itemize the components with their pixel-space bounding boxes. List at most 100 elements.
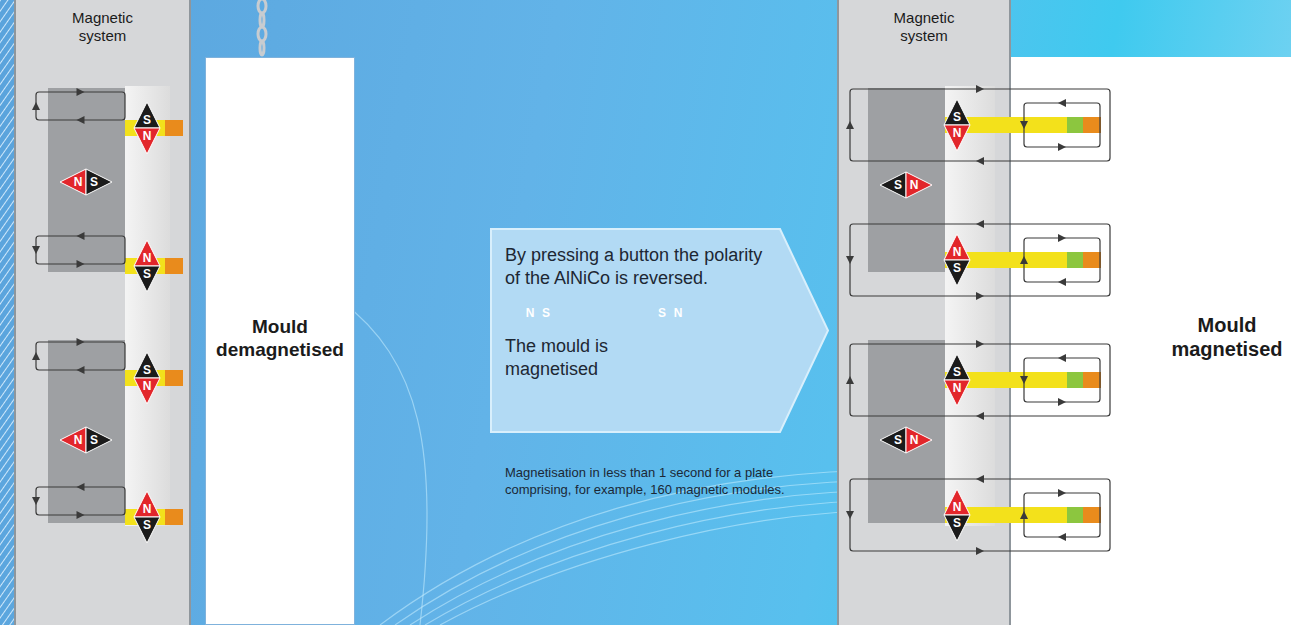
pole-letter: N (143, 130, 152, 142)
pole-triangle (134, 517, 160, 543)
mould-box: Mould magnetised (1010, 57, 1291, 625)
flux-line (1024, 358, 1100, 402)
flux-line (36, 342, 125, 370)
flux-arrow (77, 338, 85, 346)
pole-gap (125, 86, 170, 526)
mould-label: Mould magnetised (1168, 313, 1286, 361)
flux-arrow (976, 475, 984, 483)
pole-piece (1083, 117, 1101, 133)
pole-triangle (134, 102, 160, 128)
pole-letter: S (90, 434, 98, 446)
magnet-panel: Magnetic system (838, 0, 1010, 625)
pole-letter: S (143, 268, 151, 280)
pole-triangle (134, 352, 160, 378)
note-text: Magnetisation in less than 1 second for … (505, 465, 805, 499)
pole-piece (1067, 507, 1083, 523)
pole-triangle (944, 515, 970, 541)
flux-line (1024, 493, 1100, 537)
flux-line (850, 224, 1110, 296)
pole-letter: S (90, 176, 98, 188)
flux-arrow (1058, 278, 1066, 286)
panel (838, 0, 1010, 625)
pole-letter: S (953, 111, 961, 123)
pole-triangle (86, 427, 112, 453)
pole-letter: S (542, 307, 550, 319)
pole-piece (1083, 372, 1101, 388)
pole-letter: N (143, 380, 152, 392)
flux-arrow (1020, 376, 1028, 384)
flux-line (36, 236, 125, 264)
flux-arrow (1058, 398, 1066, 406)
flux-arrow (976, 292, 984, 300)
pole-triangle (944, 260, 970, 286)
flux-arrow (976, 220, 984, 228)
pole-triangle (134, 491, 160, 517)
pole-triangle (944, 354, 970, 380)
flux-arrow (976, 340, 984, 348)
flux-arrow (1058, 489, 1066, 497)
flux-arrow (32, 497, 40, 505)
pole-letter: N (953, 501, 962, 513)
pole-triangle (134, 378, 160, 404)
flux-arrow (976, 85, 984, 93)
pole-triangle (134, 240, 160, 266)
flux-line (850, 89, 1110, 161)
pole-piece (1067, 372, 1083, 388)
pole-letter: N (74, 176, 83, 188)
pole-triangle (134, 128, 160, 154)
pole-letter: S (143, 114, 151, 126)
callout-text: The mould is magnetised (505, 335, 705, 380)
callout-text: By pressing a button the polarity of the… (505, 244, 767, 289)
pole-letter: S (953, 366, 961, 378)
alnico-block (868, 340, 945, 523)
pole-triangle (60, 169, 86, 195)
callout-arrow: By pressing a button the polarity of the… (490, 228, 830, 433)
pole-piece (1083, 507, 1101, 523)
flux-arrow (32, 102, 40, 110)
flux-arrow (1058, 234, 1066, 242)
flux-line (850, 344, 1110, 416)
callout-fill (491, 229, 828, 432)
panel-heading: Magnetic system (868, 9, 980, 45)
pole-piece (1067, 117, 1083, 133)
pole-letter: S (953, 517, 961, 529)
pole-letter: N (910, 179, 919, 191)
pole-triangle (944, 489, 970, 515)
flux-arrow (846, 256, 854, 264)
pole-letter: N (143, 503, 152, 515)
pole-letter: N (953, 382, 962, 394)
pole-letter: S (894, 434, 902, 446)
pole-triangle (60, 427, 86, 453)
alnico-block (868, 88, 945, 272)
pole-letter: N (74, 434, 83, 446)
alnico-block (48, 88, 125, 272)
pole-letter: N (953, 127, 962, 139)
flux-arrow (1058, 354, 1066, 362)
flux-arrow (976, 547, 984, 555)
mould-label: Mould demagnetised (212, 316, 348, 362)
flux-arrow (1020, 256, 1028, 264)
flux-arrow (77, 232, 85, 240)
flux-line (1024, 238, 1100, 282)
flux-arrow (77, 366, 85, 374)
flux-arrow (77, 483, 85, 491)
pole-piece (165, 370, 183, 386)
pole-piece (165, 120, 183, 136)
pole-triangle (944, 234, 970, 260)
flux-arrow (1020, 121, 1028, 129)
alnico-block (48, 340, 125, 523)
pole-triangle (944, 380, 970, 406)
flux-arrow (1058, 533, 1066, 541)
pole-triangle (134, 266, 160, 292)
flux-arrow (77, 88, 85, 96)
flux-line (36, 487, 125, 515)
pole-triangle (944, 125, 970, 151)
flux-arrow (77, 260, 85, 268)
pole-letter: N (953, 246, 962, 258)
pole-triangle (86, 169, 112, 195)
flux-arrow (32, 352, 40, 360)
pole-letter: S (894, 179, 902, 191)
pole-piece (1067, 252, 1083, 268)
panel (15, 0, 190, 625)
flux-line (36, 92, 125, 120)
